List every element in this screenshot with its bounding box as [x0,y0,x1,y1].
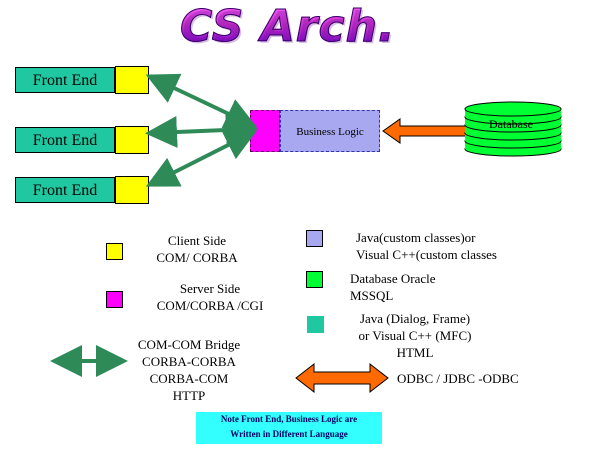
note-box: Note Front End, Business Logic are Writt… [196,412,382,444]
legend-db-text: Database Oracle MSSQL [350,271,436,303]
legend-server-text: Server Side COM/CORBA /CGI [156,281,264,313]
legend-bridge-text: COM-COM Bridge CORBA-CORBA CORBA-COM HTT… [137,337,241,403]
legend-odbc-text: ODBC / JDBC -ODBC [397,371,519,386]
connector-arrow-2 [145,114,258,148]
legend-db-swatch [306,271,323,288]
page-title: CS Arch. [180,1,420,52]
legend-client-text: Client Side COM/ CORBA [156,233,238,265]
legend-server-swatch [106,291,123,308]
database-label: Database [489,117,533,131]
legend-ui-swatch [307,316,324,333]
legend-client-swatch [106,243,123,260]
business-logic-box: Business Logic [280,110,380,152]
legend-java-text: Java(custom classes)or Visual C++(custom… [356,230,497,262]
front-end-box-2: Front End [15,127,115,153]
database-icon [464,101,562,157]
legend-ui-text: Java (Dialog, Frame) or Visual C++ (MFC)… [358,311,472,360]
legend-java-swatch [306,230,323,247]
connector-arrow-3 [145,130,258,187]
front-end-box-1: Front End [15,67,115,93]
client-side-block-3 [115,176,149,204]
connector-arrow-1 [145,73,258,129]
front-end-box-3: Front End [15,177,115,203]
legend-odbc-arrow [295,362,389,394]
